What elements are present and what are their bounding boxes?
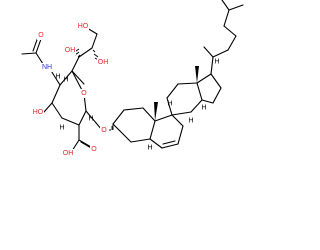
bond bbox=[85, 110, 103, 131]
bond bbox=[196, 82, 203, 101]
bond bbox=[223, 9, 230, 27]
atom-label-h: H bbox=[188, 118, 193, 125]
bond bbox=[61, 117, 80, 126]
bond bbox=[223, 25, 237, 37]
sugar-bonds bbox=[21, 27, 103, 152]
atom-label-oh: OH bbox=[98, 59, 109, 66]
bond bbox=[43, 102, 53, 113]
structure-canvas: HO OH OH NH O HO O O OH O H H H H H H H … bbox=[21, 0, 244, 158]
bond bbox=[177, 125, 184, 145]
atom-label-oh: OH bbox=[63, 150, 74, 157]
bond bbox=[210, 73, 222, 89]
molecule-structure: HO OH OH NH O HO O O OH O H H H H H H H … bbox=[21, 0, 244, 158]
bond bbox=[171, 114, 184, 127]
bond bbox=[228, 4, 244, 11]
atom-label-o: O bbox=[101, 127, 107, 134]
atom-label-h: H bbox=[201, 105, 206, 112]
bond bbox=[227, 35, 237, 51]
atom-label-h: H bbox=[63, 77, 68, 84]
bond bbox=[162, 140, 176, 145]
atom-label-ho: HO bbox=[33, 109, 44, 116]
wedge-bond bbox=[195, 66, 199, 83]
atom-label-oh: OH bbox=[65, 47, 76, 54]
atom-label-o: O bbox=[38, 32, 44, 39]
bond bbox=[196, 73, 212, 84]
bond bbox=[149, 120, 156, 140]
bond bbox=[212, 87, 222, 104]
bond bbox=[35, 38, 42, 54]
bond bbox=[112, 123, 132, 143]
bond bbox=[166, 97, 173, 116]
bond bbox=[221, 0, 230, 11]
atom-label-ho: HO bbox=[78, 23, 89, 30]
wedge-bond bbox=[154, 102, 158, 121]
bond bbox=[78, 47, 93, 58]
atom-label-h: H bbox=[167, 101, 172, 108]
bond bbox=[149, 138, 163, 149]
atom-label-h: H bbox=[147, 145, 152, 152]
atom-label-h: H bbox=[214, 59, 219, 66]
hashed-bond bbox=[109, 124, 114, 131]
bond bbox=[177, 82, 198, 85]
bond bbox=[59, 70, 73, 86]
bond bbox=[201, 99, 214, 104]
atom-label-h: H bbox=[59, 125, 64, 132]
bond bbox=[161, 143, 179, 149]
atom-label-o: O bbox=[81, 90, 87, 97]
atom-label-nh: NH bbox=[42, 64, 52, 71]
bond bbox=[71, 70, 85, 85]
bond bbox=[51, 102, 63, 119]
atom-label-h: H bbox=[55, 74, 60, 81]
atom-labels: HO OH OH NH O HO O O OH O H H H H H H H … bbox=[32, 22, 220, 158]
bond bbox=[210, 56, 214, 75]
bond bbox=[71, 56, 80, 72]
bond bbox=[212, 49, 229, 58]
bond bbox=[78, 139, 92, 148]
atom-label-h: H bbox=[88, 116, 93, 123]
bond bbox=[78, 110, 87, 126]
steroid-bonds bbox=[109, 0, 244, 149]
atom-label-o: O bbox=[91, 146, 97, 153]
bond bbox=[166, 83, 179, 99]
bond bbox=[21, 52, 37, 55]
bond bbox=[171, 111, 192, 116]
bond bbox=[203, 46, 214, 58]
bond bbox=[130, 138, 151, 143]
bond bbox=[51, 84, 61, 104]
bond bbox=[91, 33, 98, 49]
bond bbox=[123, 107, 144, 111]
bond bbox=[142, 107, 156, 122]
bond bbox=[154, 114, 173, 122]
bond bbox=[190, 99, 203, 113]
bond bbox=[112, 109, 125, 125]
